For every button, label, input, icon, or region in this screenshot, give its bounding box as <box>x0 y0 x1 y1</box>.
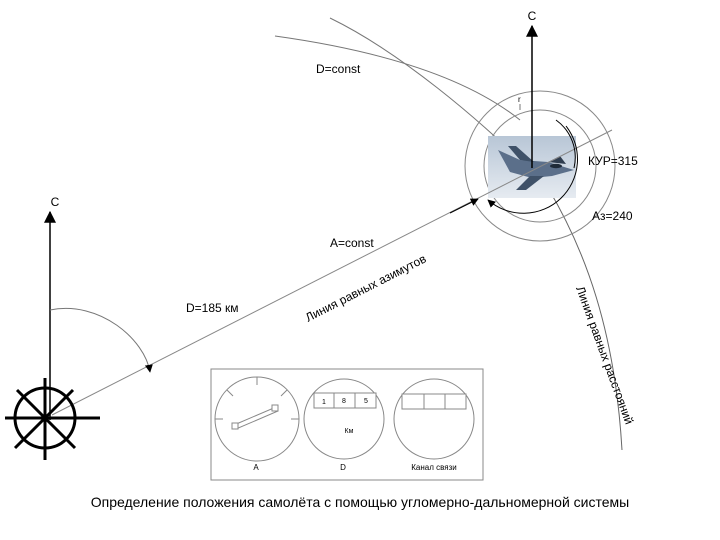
range-digit-3: 5 <box>364 398 368 405</box>
equal-azimuth-label: Линия равных азимутов <box>303 252 428 325</box>
az-angle-arc <box>487 125 578 214</box>
radio-beacon-icon <box>5 378 100 460</box>
equal-distance-label: Линия равных расстояний <box>573 284 636 426</box>
azimuth-needle <box>231 404 279 430</box>
north-label-aircraft: С <box>528 9 537 23</box>
kur-angle-arc <box>555 119 576 169</box>
equal-distance-line <box>547 187 623 451</box>
range-value-label: D=185 км <box>186 301 239 315</box>
range-gauge: 1 8 5 Км D <box>303 378 385 472</box>
north-label-station: С <box>51 195 60 209</box>
azimuth-const-label: A=const <box>330 236 374 250</box>
range-unit-label: Км <box>345 428 354 435</box>
diagram-caption: Определение положения самолёта с помощью… <box>90 494 630 510</box>
azimuth-arrow <box>449 198 479 214</box>
range-const-label: D=const <box>316 62 361 76</box>
link-channel-gauge: Канал связи <box>393 378 475 472</box>
gauge-link-label: Канал связи <box>411 463 457 472</box>
station-azimuth-arc <box>49 308 153 373</box>
aircraft-range-circle-inner <box>483 109 597 223</box>
gauge-d-label: D <box>340 463 346 472</box>
azimuth-gauge: A <box>214 376 300 472</box>
range-arc-1 <box>274 35 521 121</box>
aircraft-range-circle-outer <box>464 90 616 242</box>
kur-label: КУР=315 <box>588 154 638 168</box>
gauge-a-label: A <box>253 463 259 472</box>
fighter-jet-icon <box>488 136 576 198</box>
instrument-panel: A 1 8 5 Км D Канал связи <box>210 368 484 481</box>
range-digit-1: 1 <box>322 399 326 406</box>
range-digit-2: 8 <box>342 398 346 405</box>
azimuth-value-label: Аз=240 <box>592 209 633 223</box>
r-label: r <box>518 95 521 104</box>
